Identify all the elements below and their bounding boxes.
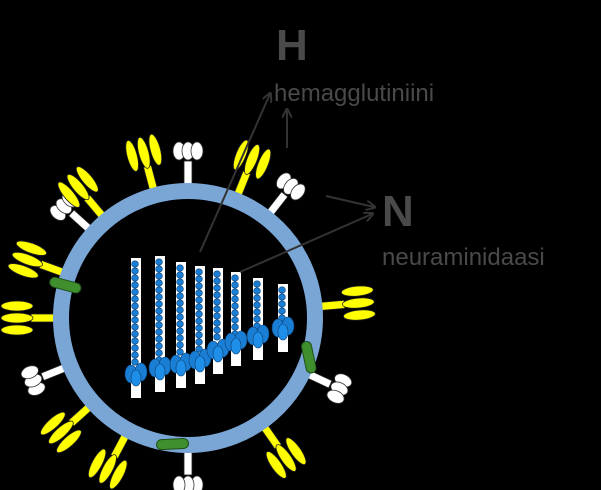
h-arrow-1 xyxy=(199,94,270,253)
rna-segments xyxy=(124,256,295,398)
n-arrow-1 xyxy=(239,214,372,273)
n-arrow-2 xyxy=(325,195,374,207)
surface-spikes xyxy=(0,133,376,490)
m2-channel-icon xyxy=(156,437,190,451)
rna-segment-icon xyxy=(124,258,148,398)
rna-segment-icon xyxy=(169,262,193,388)
label-arrows xyxy=(199,94,374,273)
hemagglutinin-spike-icon xyxy=(7,240,75,281)
rna-segment-icon xyxy=(188,266,212,384)
n-name: neuraminidaasi xyxy=(382,244,545,271)
m2-channel-icon xyxy=(49,276,82,294)
m2-channels xyxy=(49,276,317,451)
h-name: hemagglutiniini xyxy=(274,80,434,107)
h-letter: H xyxy=(276,21,308,70)
m2-channel-icon xyxy=(300,340,317,374)
rna-segment-icon xyxy=(148,256,172,392)
rna-segment-icon xyxy=(271,284,295,352)
n-letter: N xyxy=(382,187,414,236)
hemagglutinin-spike-icon xyxy=(0,300,66,336)
rna-segment-icon xyxy=(206,268,230,374)
rna-segment-icon xyxy=(224,272,248,366)
viral-envelope xyxy=(53,183,323,453)
rna-segment-icon xyxy=(246,278,270,360)
